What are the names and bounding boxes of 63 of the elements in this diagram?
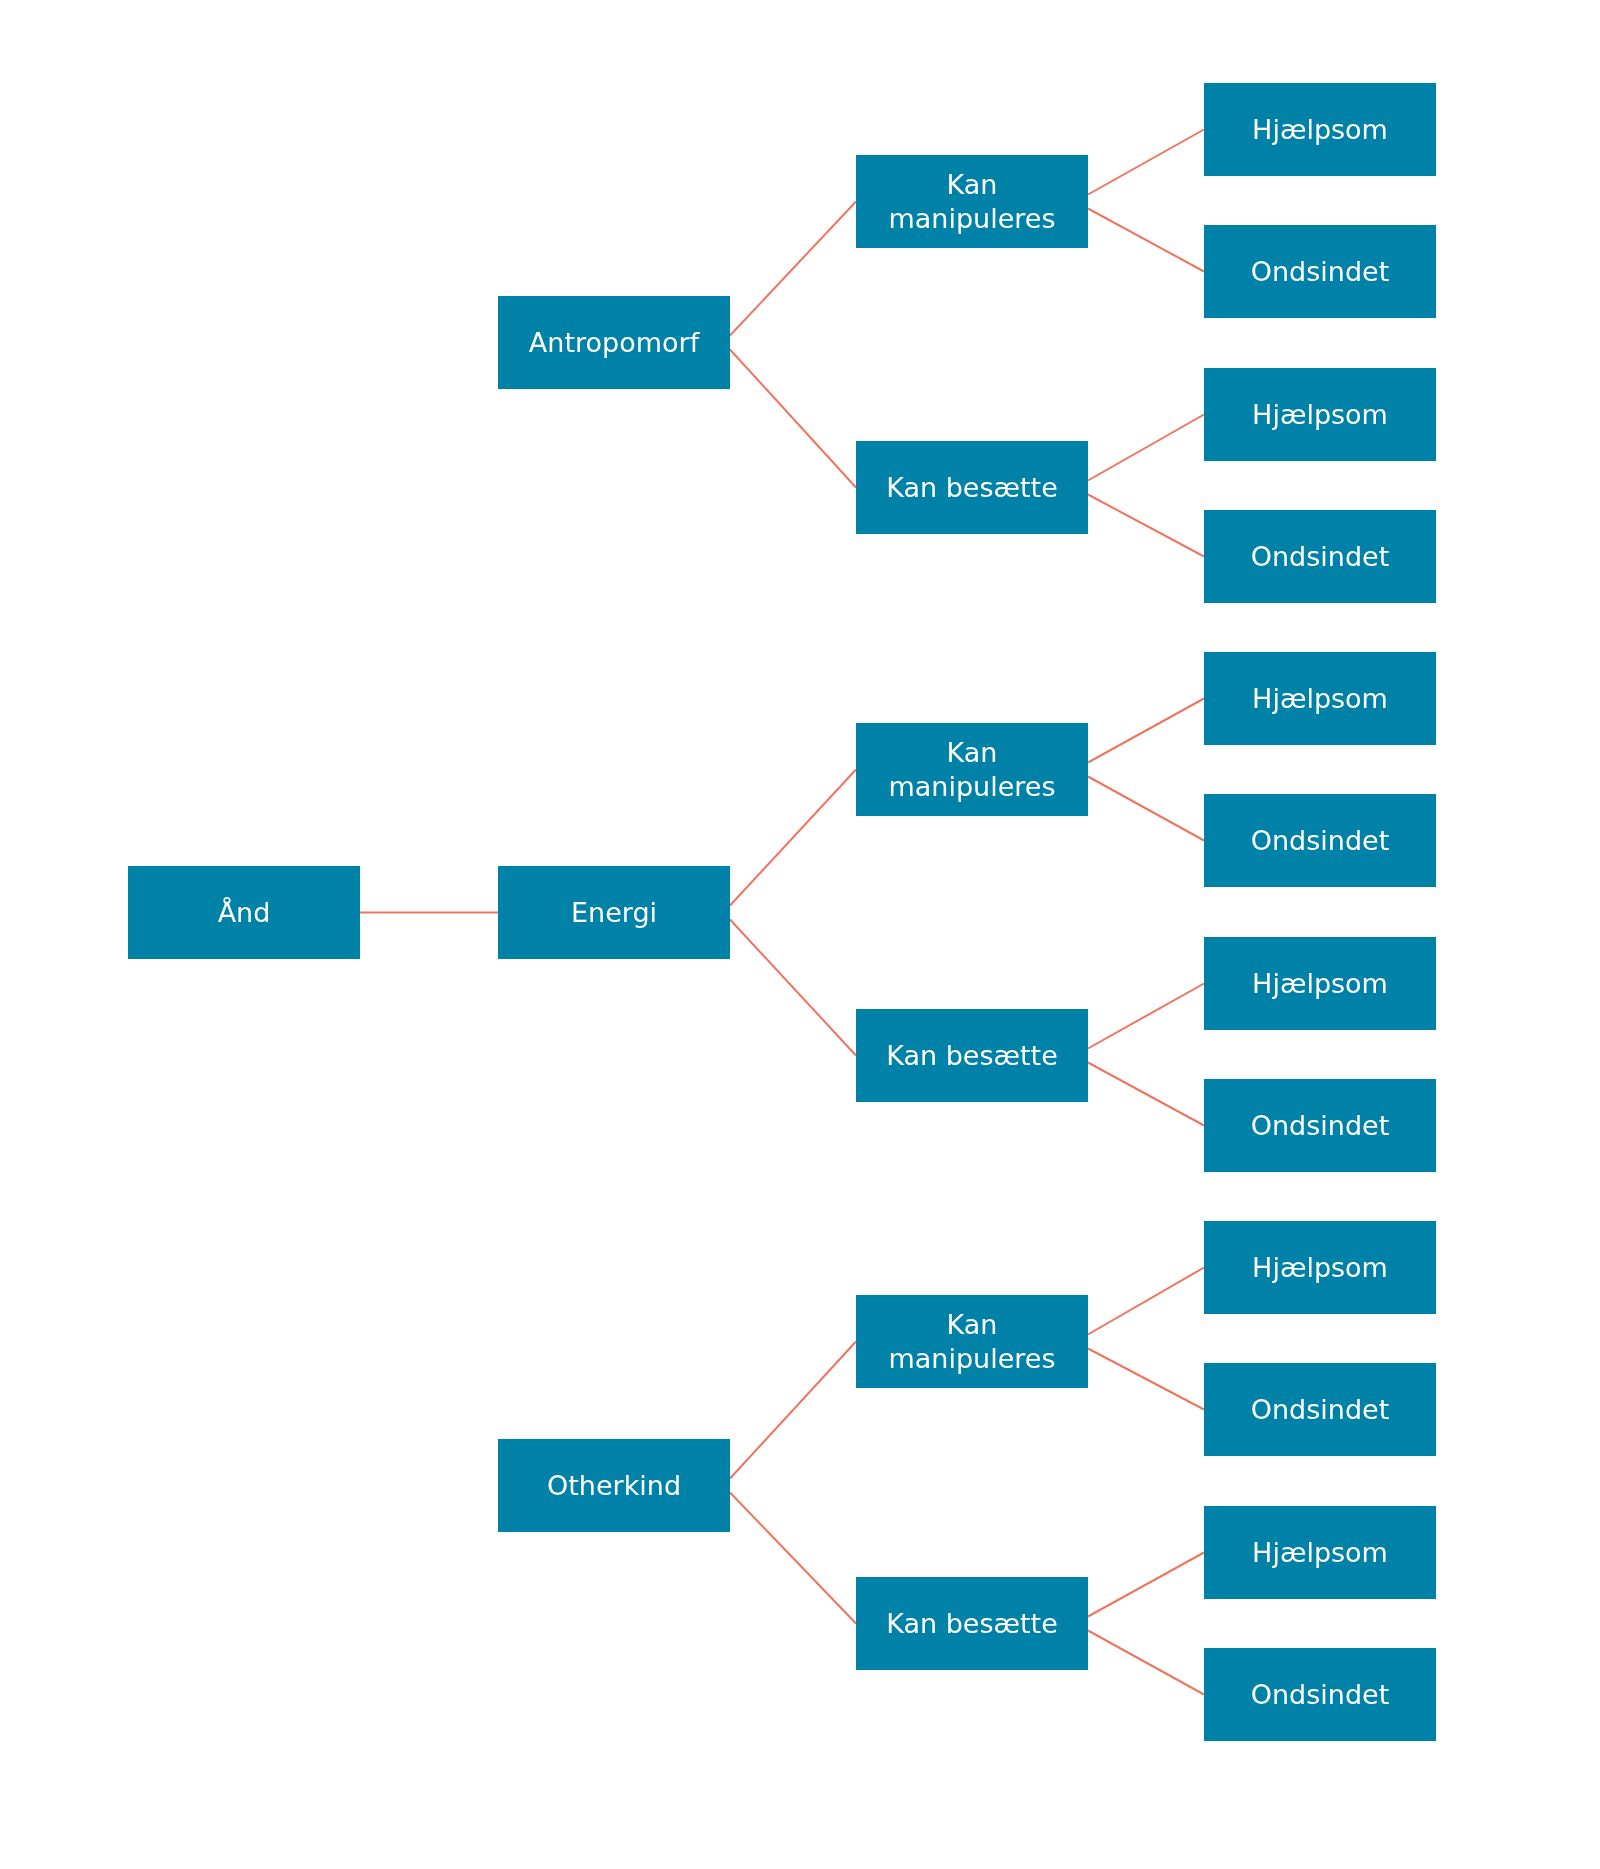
node-box: [498, 866, 730, 959]
connector-line: [1087, 413, 1205, 482]
connector-line: [729, 200, 857, 337]
node-label: Energi: [570, 895, 658, 930]
node-box: [856, 1577, 1088, 1670]
connector-line: [1087, 207, 1205, 273]
node-box: [856, 1009, 1088, 1102]
connector-line: [1087, 1347, 1205, 1411]
connector-line: [729, 918, 857, 1057]
node-box: [498, 1439, 730, 1532]
node-box: [856, 155, 1088, 248]
node-label: Ondsindet: [1250, 1392, 1390, 1427]
node-box: [856, 441, 1088, 534]
node-label: Hjælpsom: [1252, 681, 1388, 716]
node-label: Kan manipuleres: [887, 1307, 1057, 1376]
node-label: Kan manipuleres: [887, 167, 1057, 236]
node-box: [1204, 1221, 1436, 1314]
connector-line: [1087, 1551, 1205, 1618]
connector-line: [1087, 493, 1205, 558]
connector-line: [1087, 775, 1205, 842]
node-label: Ondsindet: [1250, 1677, 1390, 1712]
node-box: [128, 866, 360, 959]
node-label: Kan besætte: [886, 1038, 1058, 1073]
connector-line: [1087, 1629, 1205, 1696]
node-label: Kan manipuleres: [887, 735, 1057, 804]
node-label: Otherkind: [546, 1468, 682, 1503]
node-box: [1204, 225, 1436, 318]
node-label: Hjælpsom: [1252, 397, 1388, 432]
node-label: Kan besætte: [886, 1606, 1058, 1641]
node-box: [1204, 1079, 1436, 1172]
connector-line: [729, 348, 857, 489]
node-label: Hjælpsom: [1252, 1535, 1388, 1570]
connector-line: [729, 1340, 857, 1480]
node-box: [856, 723, 1088, 816]
connector-line: [1087, 1061, 1205, 1127]
node-box: [1204, 1506, 1436, 1599]
node-label: Hjælpsom: [1252, 112, 1388, 147]
node-label: Antropomorf: [528, 325, 700, 360]
node-label: Ondsindet: [1250, 539, 1390, 574]
node-box: [1204, 937, 1436, 1030]
node-box: [1204, 1648, 1436, 1741]
connector-line: [1087, 982, 1205, 1050]
connector-line: [729, 768, 857, 907]
node-box: [1204, 510, 1436, 603]
connector-line: [1087, 697, 1205, 764]
node-box: [1204, 652, 1436, 745]
node-label: Hjælpsom: [1252, 1250, 1388, 1285]
node-box: [498, 296, 730, 389]
node-label: Hjælpsom: [1252, 966, 1388, 1001]
connector-line: [359, 911, 499, 914]
node-box: [1204, 794, 1436, 887]
node-box: [1204, 1363, 1436, 1456]
node-label: Ondsindet: [1250, 1108, 1390, 1143]
connector-line: [1087, 128, 1205, 196]
node-label: Ondsindet: [1250, 254, 1390, 289]
node-label: Ånd: [217, 895, 271, 930]
connector-line: [1087, 1266, 1205, 1336]
node-box: [1204, 83, 1436, 176]
connector-line: [729, 1491, 857, 1625]
node-label: Kan besætte: [886, 470, 1058, 505]
node-box: [1204, 368, 1436, 461]
node-label: Ondsindet: [1250, 823, 1390, 858]
node-box: [856, 1295, 1088, 1388]
